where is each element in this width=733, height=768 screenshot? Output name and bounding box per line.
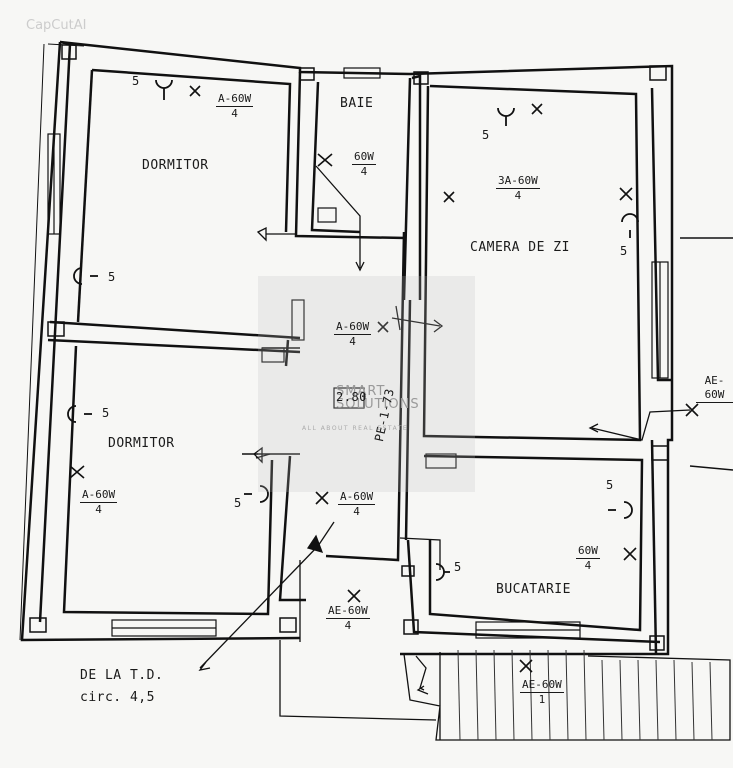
socket-circuit-label: 5 xyxy=(482,128,490,142)
socket-circuit-label: 5 xyxy=(108,270,116,284)
wall-exterior-right xyxy=(680,237,733,471)
socket-circuit-label: 5 xyxy=(234,496,242,510)
fixture-marks xyxy=(69,85,699,673)
wall-left-inner xyxy=(38,40,72,623)
room-label-dormitor-top: DORMITOR xyxy=(142,158,209,173)
wall-dormitor-top xyxy=(91,68,292,233)
watermark-logo: SMART SOLUTIONS xyxy=(336,384,420,412)
terrace-hatching xyxy=(457,649,713,741)
wall-kitchen-right xyxy=(650,439,658,655)
wall-dormitor-top-left xyxy=(76,69,94,323)
wiring-lines xyxy=(198,165,691,695)
terrace-lower xyxy=(279,560,437,721)
room-label-camera-de-zi: CAMERA DE ZI xyxy=(470,240,570,255)
room-label-baie: BAIE xyxy=(340,96,374,111)
columns xyxy=(29,44,669,651)
wall-hall xyxy=(278,231,412,602)
terrace-outline xyxy=(403,652,731,741)
windows xyxy=(47,67,669,639)
wall-camera-right xyxy=(650,87,672,382)
source-line-2: circ. 4,5 xyxy=(80,690,155,705)
wall-partition-mid xyxy=(47,320,301,354)
room-label-dormitor-bottom: DORMITOR xyxy=(108,436,175,451)
watermark-overlay xyxy=(258,276,475,492)
appliance-boxes xyxy=(261,207,457,469)
socket-circuit-label: 5 xyxy=(102,406,110,420)
wall-dormitor-bottom xyxy=(62,345,274,616)
socket-symbols xyxy=(67,79,639,581)
watermark-tagline: ALL ABOUT REAL ESTATE xyxy=(302,425,409,432)
room-label-bucatarie: BUCATARIE xyxy=(496,582,571,597)
wall-baie xyxy=(294,71,412,301)
socket-circuit-label: 5 xyxy=(606,478,614,492)
socket-circuit-label: 5 xyxy=(620,244,628,258)
outer-wall-left xyxy=(20,41,301,642)
fixture-label-exterior-right: AE-60W xyxy=(696,374,733,403)
wall-bucatarie xyxy=(406,454,661,644)
panel-label: 2.80 xyxy=(336,390,367,404)
socket-circuit-label: 5 xyxy=(132,74,140,88)
corner-watermark: CapCutAI xyxy=(26,18,87,33)
source-line-1: DE LA T.D. xyxy=(80,668,164,683)
socket-circuit-label: 5 xyxy=(454,560,462,574)
